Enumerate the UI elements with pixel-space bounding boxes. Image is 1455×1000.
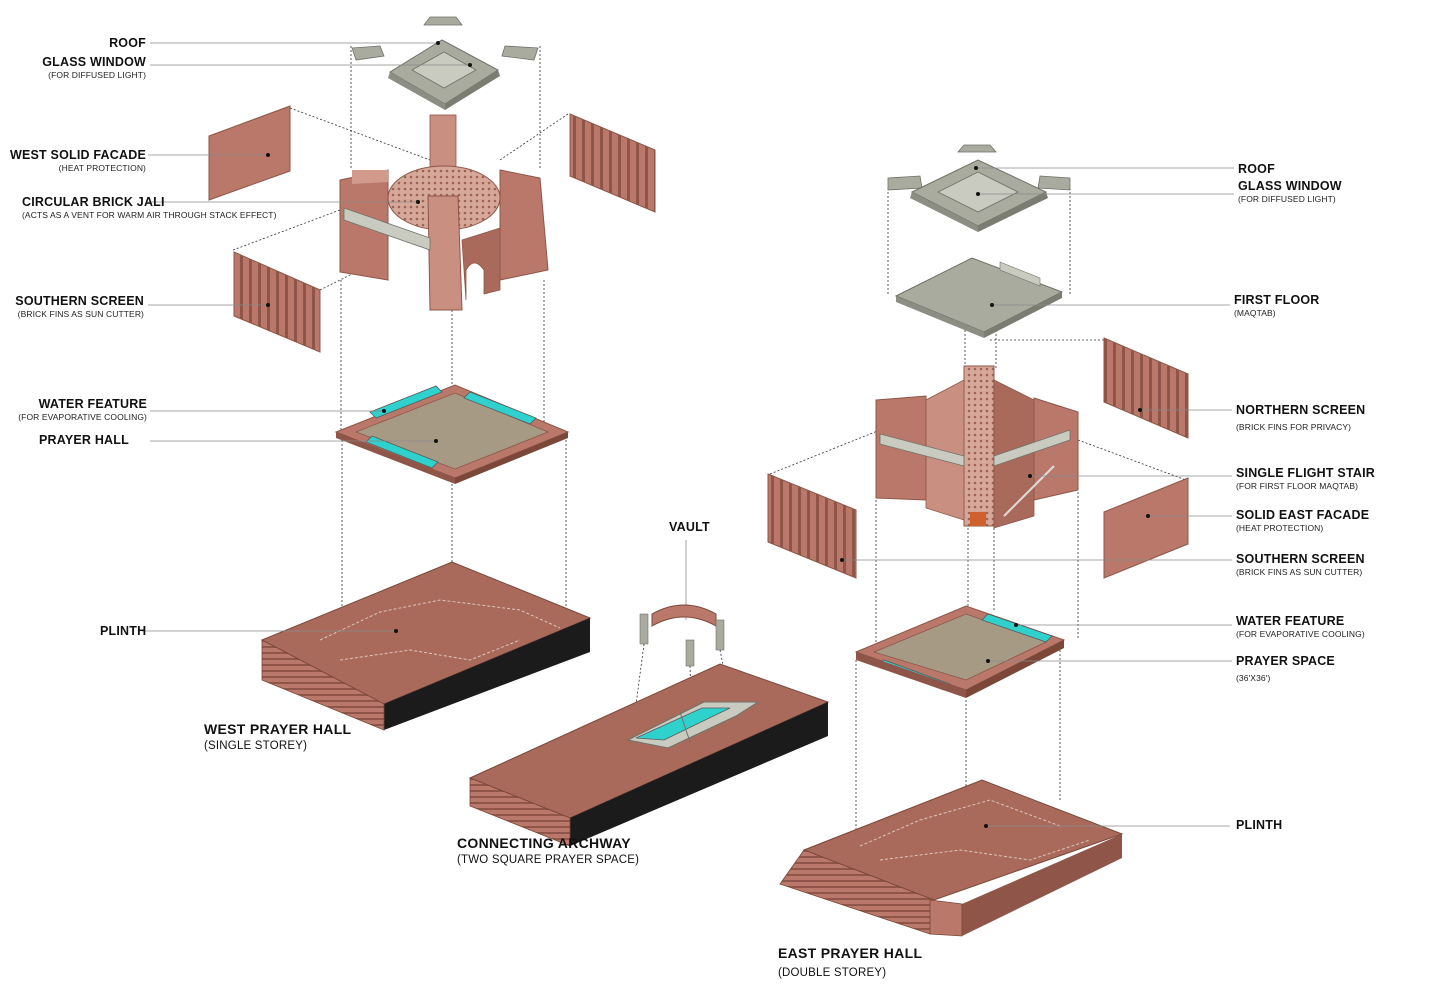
label-west-water-feature: WATER FEATURE (FOR EVAPORATIVE COOLING) [18, 398, 147, 421]
west-solid-facade [208, 105, 291, 201]
east-plinth [779, 779, 1124, 937]
east-roof [887, 144, 1071, 232]
label-title: WATER FEATURE [38, 397, 147, 411]
label-subtitle: (BRICK FINS FOR PRIVACY) [1236, 421, 1352, 432]
east-northern-screen [1103, 337, 1189, 439]
label-title: GLASS WINDOW [1238, 179, 1342, 193]
vault [639, 540, 725, 667]
label-subtitle: (HEAT PROTECTION) [1236, 522, 1324, 533]
label-subtitle: (BRICK FINS AS SUN CUTTER) [1236, 566, 1363, 577]
label-subtitle: (36'X36') [1236, 672, 1271, 683]
label-subtitle: (FOR EVAPORATIVE COOLING) [18, 411, 147, 422]
label-east-roof: ROOF [1238, 163, 1275, 176]
east-solid-facade [1103, 477, 1189, 579]
label-title: FIRST FLOOR [1234, 293, 1320, 307]
caption-title: WEST PRAYER HALL [204, 721, 352, 737]
label-title: PLINTH [1236, 818, 1283, 832]
label-title: WATER FEATURE [1236, 614, 1345, 628]
west-southern-screen [233, 251, 321, 353]
archway-plinth [468, 663, 830, 847]
east-core-walls [875, 365, 1079, 529]
connecting-archway [468, 540, 830, 847]
label-single-flight-stair: SINGLE FLIGHT STAIR (FOR FIRST FLOOR MAQ… [1236, 467, 1375, 490]
label-prayer-hall: PRAYER HALL [39, 434, 129, 447]
label-west-southern-screen: SOUTHERN SCREEN (BRICK FINS AS SUN CUTTE… [15, 295, 144, 318]
label-east-glass-window: GLASS WINDOW (FOR DIFFUSED LIGHT) [1238, 180, 1342, 203]
east-first-floor [894, 257, 1064, 338]
label-west-solid-facade: WEST SOLID FACADE (HEAT PROTECTION) [10, 149, 146, 172]
label-northern-screen: NORTHERN SCREEN (BRICK FINS FOR PRIVACY) [1236, 404, 1365, 431]
caption-connecting-archway: CONNECTING ARCHWAY (TWO SQUARE PRAYER SP… [457, 835, 639, 866]
label-west-roof: ROOF [109, 37, 146, 50]
label-title: PRAYER SPACE [1236, 654, 1335, 668]
label-subtitle: (HEAT PROTECTION) [58, 162, 146, 173]
label-prayer-space: PRAYER SPACE (36'X36') [1236, 655, 1335, 682]
label-subtitle: (BRICK FINS AS SUN CUTTER) [17, 308, 144, 319]
label-subtitle: (FOR EVAPORATIVE COOLING) [1236, 628, 1365, 639]
label-title: ROOF [1238, 162, 1275, 176]
label-title: CIRCULAR BRICK JALI [22, 195, 165, 209]
caption-west-prayer-hall: WEST PRAYER HALL (SINGLE STOREY) [204, 721, 351, 752]
label-subtitle: (MAQTAB) [1234, 307, 1276, 318]
label-title: NORTHERN SCREEN [1236, 403, 1366, 417]
label-title: SOLID EAST FACADE [1236, 508, 1370, 522]
label-title: PRAYER HALL [39, 433, 129, 447]
caption-subtitle: (TWO SQUARE PRAYER SPACE) [457, 854, 640, 866]
label-title: GLASS WINDOW [42, 55, 146, 69]
label-west-glass-window: GLASS WINDOW (FOR DIFFUSED LIGHT) [42, 56, 146, 79]
label-title: SINGLE FLIGHT STAIR [1236, 466, 1375, 480]
label-title: SOUTHERN SCREEN [15, 294, 144, 308]
label-subtitle: (ACTS AS A VENT FOR WARM AIR THROUGH STA… [22, 209, 277, 220]
label-subtitle: (FOR DIFFUSED LIGHT) [1238, 193, 1336, 204]
east-southern-screen [767, 473, 857, 579]
west-roof [351, 16, 539, 110]
caption-east-prayer-hall: EAST PRAYER HALL (DOUBLE STOREY) [778, 945, 922, 979]
label-east-water-feature: WATER FEATURE (FOR EVAPORATIVE COOLING) [1236, 615, 1365, 638]
west-prayer-hall-floor [334, 384, 570, 484]
east-prayer-hall [767, 144, 1189, 937]
label-title: ROOF [109, 36, 146, 50]
leader-lines [142, 41, 1234, 828]
label-title: WEST SOLID FACADE [9, 148, 146, 162]
west-core-walls [339, 114, 549, 311]
label-title: SOUTHERN SCREEN [1236, 552, 1365, 566]
label-east-plinth: PLINTH [1236, 819, 1282, 832]
west-north-screen [569, 113, 656, 213]
caption-title: CONNECTING ARCHWAY [457, 835, 631, 851]
label-subtitle: (FOR FIRST FLOOR MAQTAB) [1236, 480, 1359, 491]
caption-subtitle: (DOUBLE STOREY) [778, 967, 887, 979]
label-subtitle: (FOR DIFFUSED LIGHT) [48, 69, 146, 80]
caption-title: EAST PRAYER HALL [778, 945, 923, 961]
label-title: PLINTH [100, 624, 147, 638]
label-first-floor: FIRST FLOOR (MAQTAB) [1234, 294, 1320, 317]
label-title: VAULT [669, 520, 710, 534]
label-circular-brick-jali: CIRCULAR BRICK JALI (ACTS AS A VENT FOR … [22, 196, 277, 219]
label-vault: VAULT [669, 521, 710, 534]
east-prayer-space-floor [854, 605, 1066, 698]
label-west-plinth: PLINTH [100, 625, 146, 638]
west-prayer-hall [208, 16, 656, 731]
label-east-southern-screen: SOUTHERN SCREEN (BRICK FINS AS SUN CUTTE… [1236, 553, 1365, 576]
caption-subtitle: (SINGLE STOREY) [204, 740, 308, 752]
label-solid-east-facade: SOLID EAST FACADE (HEAT PROTECTION) [1236, 509, 1369, 532]
west-plinth [260, 561, 592, 731]
